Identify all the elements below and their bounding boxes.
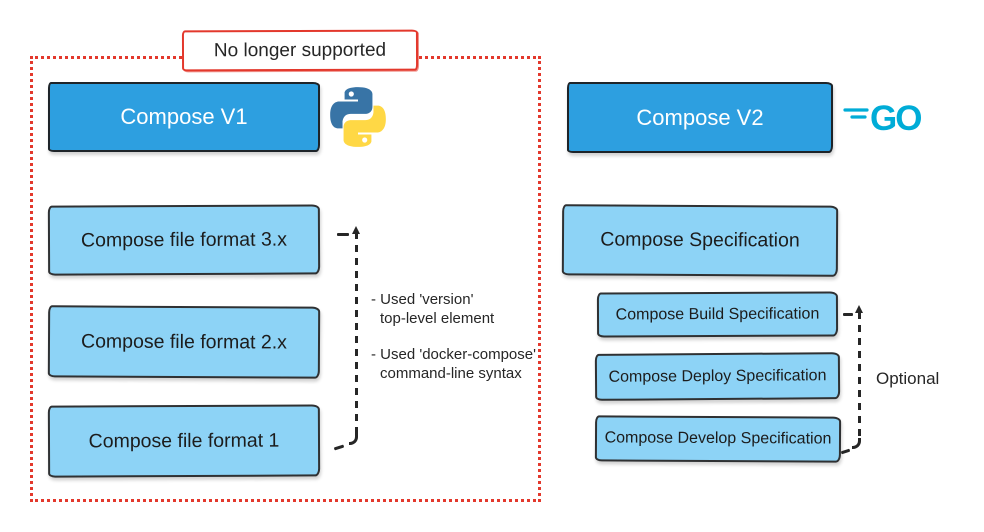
optional-label: Optional (876, 369, 940, 388)
compose-v2-header: Compose V2 (567, 82, 833, 153)
v2-bracket-hook (852, 438, 861, 449)
version-note-line1: - Used 'version' (371, 291, 474, 308)
version-note: - Used 'version' top-level element (371, 290, 549, 328)
compose-v2-label: Compose V2 (636, 104, 764, 130)
v2-bracket-line (858, 312, 861, 442)
format-1-label: Compose file format 1 (88, 429, 280, 452)
compose-specification-box: Compose Specification (561, 204, 839, 277)
docker-compose-note: - Used 'docker-compose' command-line syn… (371, 345, 549, 383)
compose-v1-label: Compose V1 (120, 104, 248, 129)
banner-label: No longer supported (213, 39, 387, 61)
compose-file-format-3x-box: Compose file format 3.x (47, 204, 321, 276)
build-spec-label: Compose Build Specification (615, 305, 820, 323)
go-icon: GO (843, 99, 923, 138)
version-note-line2: top-level element (380, 310, 495, 327)
docker-compose-note-line1: - Used 'docker-compose' (371, 346, 536, 363)
v1-notes: - Used 'version' top-level element - Use… (371, 290, 549, 400)
v1-bracket-line (355, 232, 358, 438)
develop-spec-label: Compose Develop Specification (604, 429, 832, 448)
v1-bracket-arrow-icon (352, 226, 360, 234)
no-longer-supported-banner: No longer supported (181, 29, 419, 72)
v2-bracket-arrow-icon (855, 305, 863, 313)
deploy-spec-label: Compose Deploy Specification (608, 366, 827, 386)
python-icon (330, 87, 386, 147)
docker-compose-note-line2: command-line syntax (380, 365, 522, 382)
format-2x-label: Compose file format 2.x (80, 329, 288, 354)
compose-deploy-specification-box: Compose Deploy Specification (594, 352, 841, 401)
compose-specification-label: Compose Specification (600, 228, 800, 252)
go-logo-text: GO (870, 99, 921, 138)
v1-bracket-hook (349, 434, 358, 445)
v2-bracket-top-dash (843, 313, 853, 316)
compose-develop-specification-box: Compose Develop Specification (594, 415, 842, 463)
compose-build-specification-box: Compose Build Specification (596, 291, 839, 338)
v2-bracket-bottom-dash (840, 448, 851, 455)
format-3x-label: Compose file format 3.x (80, 228, 287, 251)
compose-file-format-2x-box: Compose file format 2.x (47, 305, 321, 379)
v1-bracket-top-dash (337, 233, 349, 236)
compose-v1-header: Compose V1 (48, 82, 320, 152)
compose-file-format-1-box: Compose file format 1 (47, 404, 321, 478)
